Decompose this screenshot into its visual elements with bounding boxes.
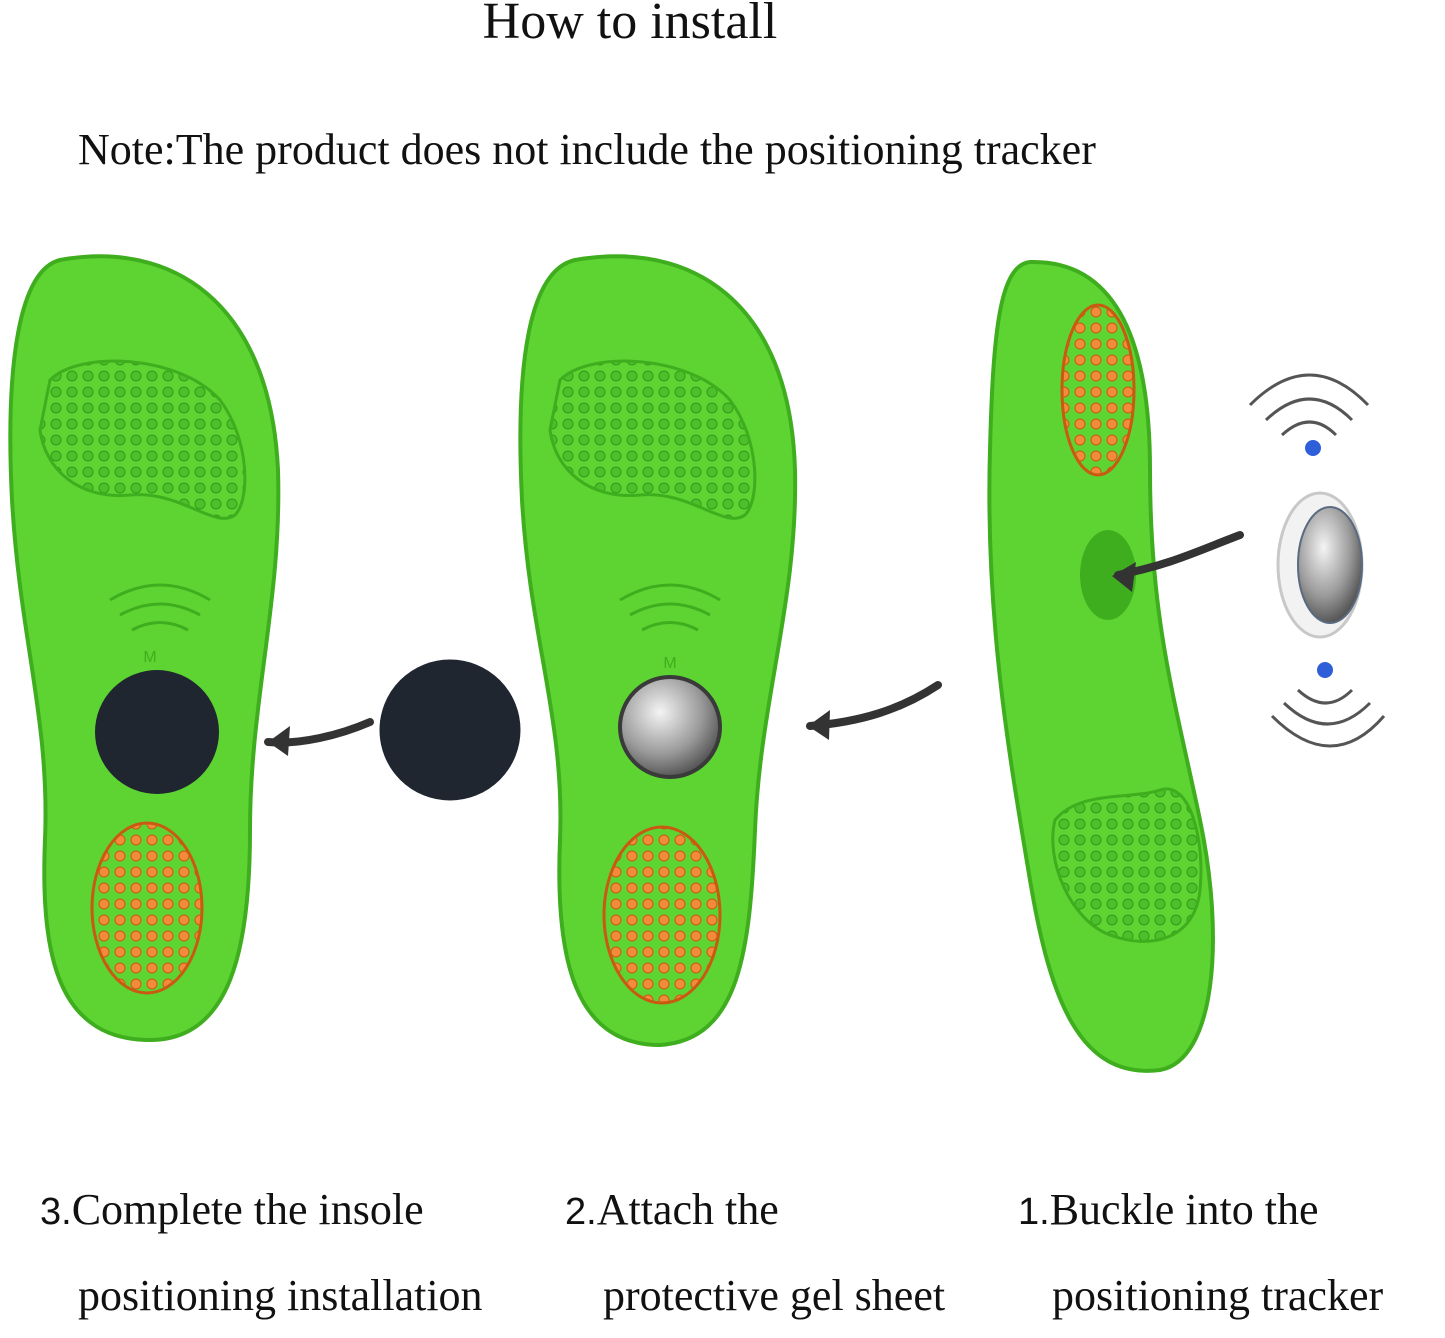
forefoot-pad bbox=[1051, 787, 1203, 943]
step-1-number: 1. bbox=[1018, 1191, 1050, 1233]
step-1-line2: positioning tracker bbox=[1052, 1271, 1384, 1320]
step-1-line1: Buckle into the bbox=[1049, 1185, 1319, 1234]
step-3: 3.Complete the insole positioning instal… bbox=[40, 1168, 483, 1338]
insole-side-view bbox=[987, 259, 1215, 1073]
step-2-line2: protective gel sheet bbox=[603, 1271, 946, 1320]
wave-icon bbox=[619, 583, 721, 632]
signal-icon bbox=[1270, 688, 1386, 748]
insole-completed: M bbox=[8, 254, 281, 1043]
step-2-line1: Attach the bbox=[596, 1185, 779, 1234]
tracker-installed bbox=[618, 675, 722, 779]
wave-icon bbox=[109, 583, 211, 632]
signal-dot bbox=[1305, 440, 1321, 456]
signal-dot bbox=[1317, 662, 1333, 678]
signal-icon bbox=[1248, 373, 1370, 437]
gel-sheet bbox=[376, 656, 524, 804]
note-text: Note:The product does not include the po… bbox=[78, 125, 1096, 174]
forefoot-pad bbox=[548, 359, 757, 520]
heel-pad bbox=[602, 825, 722, 1005]
step-1: 1.Buckle into the positioning tracker bbox=[1018, 1168, 1383, 1338]
step-2-number: 2. bbox=[565, 1191, 597, 1233]
heel-pad bbox=[1060, 303, 1136, 477]
step-3-number: 3. bbox=[40, 1191, 72, 1233]
page-title: How to install bbox=[482, 0, 778, 50]
forefoot-pad bbox=[38, 359, 247, 520]
step-3-line1: Complete the insole bbox=[71, 1185, 424, 1234]
tracker-slot bbox=[1080, 530, 1136, 620]
installation-illustration: M M bbox=[8, 254, 1386, 1073]
size-mark: M bbox=[663, 655, 676, 672]
gel-sheet-installed bbox=[95, 670, 219, 794]
positioning-tracker bbox=[1276, 491, 1364, 639]
heel-pad bbox=[90, 821, 204, 995]
insole-with-tracker: M bbox=[518, 254, 798, 1048]
step-2: 2.Attach the protective gel sheet bbox=[565, 1168, 945, 1338]
size-mark: M bbox=[143, 649, 156, 666]
step-3-line2: positioning installation bbox=[78, 1271, 483, 1320]
